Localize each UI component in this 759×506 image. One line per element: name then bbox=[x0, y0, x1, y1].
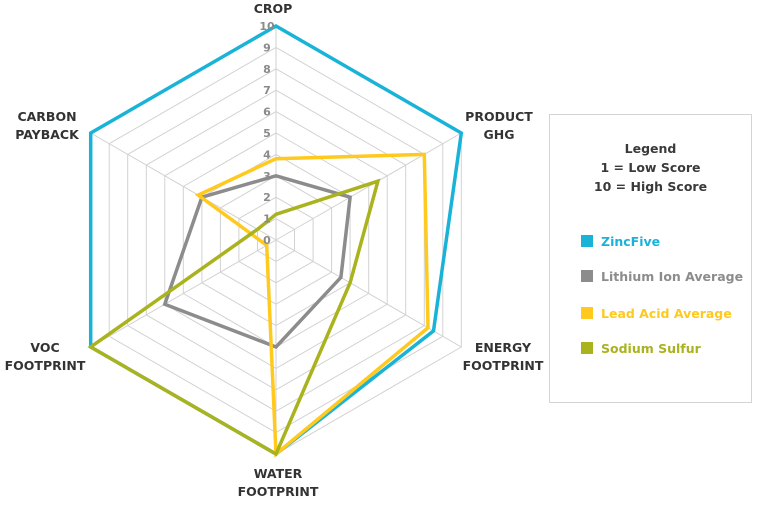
tick-label: 10 bbox=[259, 20, 275, 33]
axis-label: PRODUCT bbox=[465, 109, 533, 124]
radar-grid bbox=[90, 25, 462, 455]
legend-swatch-sodium-sulfur bbox=[581, 342, 593, 354]
axis-label: VOC bbox=[30, 340, 59, 355]
axis-label: FOOTPRINT bbox=[5, 358, 86, 373]
axis-label: FOOTPRINT bbox=[238, 484, 319, 499]
grid-spoke bbox=[90, 132, 277, 241]
legend-label-lead-acid: Lead Acid Average bbox=[601, 305, 732, 321]
radar-series bbox=[87, 23, 464, 458]
tick-label: 7 bbox=[263, 84, 271, 97]
legend-item-sodium-sulfur: Sodium Sulfur bbox=[581, 340, 701, 356]
grid-spoke bbox=[275, 132, 462, 241]
axis-label: WATER bbox=[254, 466, 303, 481]
legend-label-lithium-ion: Lithium Ion Average bbox=[601, 268, 744, 284]
legend-item-lithium-ion: Lithium Ion Average bbox=[581, 268, 743, 284]
legend-item-lead-acid: Lead Acid Average bbox=[581, 305, 732, 321]
radar-axis-labels: CROP PRODUCT GHG ENERGY FOOTPRINT WATER FOOTPR… bbox=[5, 1, 544, 499]
tick-label: 6 bbox=[263, 106, 271, 119]
series-lithium-ion-average bbox=[162, 173, 353, 350]
legend-swatch-zincfive bbox=[581, 235, 593, 247]
radar-tick-labels: 0 1 2 3 4 5 6 7 8 9 10 bbox=[259, 20, 275, 247]
tick-label: 8 bbox=[263, 63, 271, 76]
axis-label: GHG bbox=[484, 127, 515, 142]
legend-label-sodium-sulfur: Sodium Sulfur bbox=[601, 340, 701, 356]
legend-high-score: 10 = High Score bbox=[593, 179, 708, 194]
tick-label: 4 bbox=[263, 148, 271, 161]
legend-swatch-lithium-ion bbox=[581, 270, 593, 282]
tick-label: 1 bbox=[263, 213, 271, 226]
axis-label: FOOTPRINT bbox=[463, 358, 544, 373]
legend: Legend 1 = Low Score 10 = High Score Zin… bbox=[549, 114, 752, 403]
legend-label-zincfive: ZincFive bbox=[601, 233, 661, 249]
legend-swatch-lead-acid bbox=[581, 307, 593, 319]
series-sodium-sulfur bbox=[87, 178, 381, 457]
legend-item-zincfive: ZincFive bbox=[581, 233, 660, 249]
legend-low-score: 1 = Low Score bbox=[600, 160, 701, 175]
axis-label: CROP bbox=[254, 1, 293, 16]
tick-label: 9 bbox=[263, 41, 271, 54]
axis-label: CARBON bbox=[17, 109, 76, 124]
tick-label: 5 bbox=[263, 127, 271, 140]
tick-label: 2 bbox=[263, 191, 271, 204]
legend-title: Legend bbox=[624, 141, 677, 156]
grid-spoke bbox=[90, 239, 277, 348]
grid-spoke bbox=[275, 239, 462, 348]
axis-label: PAYBACK bbox=[15, 127, 80, 142]
tick-label: 3 bbox=[263, 170, 271, 183]
axis-label: ENERGY bbox=[475, 340, 532, 355]
tick-label: 0 bbox=[263, 234, 271, 247]
